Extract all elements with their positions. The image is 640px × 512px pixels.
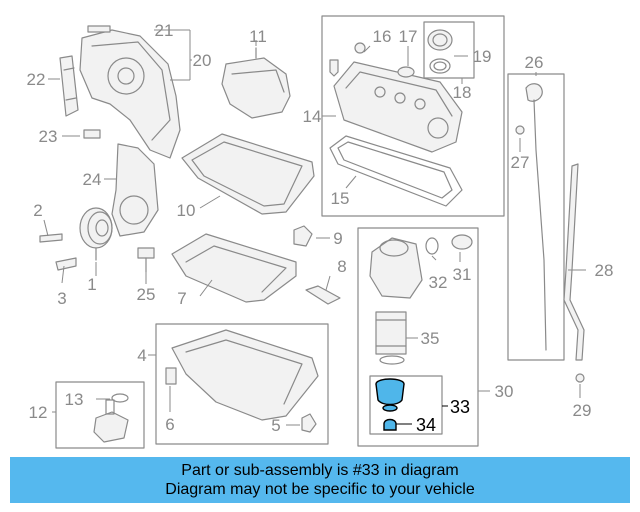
callout-18: 18 (453, 83, 472, 102)
callout-26: 26 (525, 53, 544, 72)
callout-34: 34 (416, 415, 436, 435)
callout-23: 23 (39, 127, 58, 146)
callouts: 1 2 3 4 5 6 7 8 9 10 11 12 13 14 15 16 1… (27, 21, 614, 435)
dipstick (515, 83, 547, 351)
oil-filter-box (357, 227, 479, 447)
callout-13: 13 (65, 390, 84, 409)
highlight-leaders (396, 405, 448, 425)
callout-1: 1 (87, 275, 96, 294)
callout-9: 9 (333, 229, 342, 248)
timing-belt-cover (111, 143, 159, 237)
callout-20: 20 (193, 51, 212, 70)
callout-2: 2 (33, 201, 42, 220)
pulley-bolt-2 (55, 257, 77, 271)
sensor-seal (111, 393, 129, 403)
callout-5: 5 (271, 416, 280, 435)
callout-22: 22 (27, 70, 46, 89)
callout-12: 12 (29, 403, 48, 422)
callout-19: 19 (473, 47, 492, 66)
timing-cover (79, 29, 181, 159)
callout-15: 15 (331, 189, 350, 208)
callout-4: 4 (137, 346, 146, 365)
housing-seal (425, 237, 439, 255)
callout-16: 16 (373, 27, 392, 46)
parts-diagram: 1 2 3 4 5 6 7 8 9 10 11 12 13 14 15 16 1… (27, 15, 614, 449)
timing-cover-seal (59, 55, 79, 117)
cover-bolt (83, 129, 101, 139)
oil-filler-cap (427, 29, 453, 74)
callout-8: 8 (337, 257, 346, 276)
bracket-bolt (137, 247, 155, 273)
valve-cover-gasket (329, 135, 463, 207)
callout-11: 11 (249, 27, 267, 46)
info-banner: Part or sub-assembly is #33 in diagram D… (10, 457, 630, 503)
callout-3: 3 (57, 289, 66, 308)
oil-filter-cap-box (369, 375, 443, 435)
callout-17: 17 (399, 27, 418, 46)
gasket-8 (305, 285, 341, 305)
oil-level-sensor (93, 399, 129, 443)
callout-6: 6 (165, 415, 174, 434)
banner-line-1: Part or sub-assembly is #33 in diagram (181, 462, 459, 479)
callout-32: 32 (429, 273, 448, 292)
seal (397, 66, 415, 78)
oil-filter-element (375, 311, 407, 365)
dipstick-box (507, 73, 565, 361)
oil-filter-cap (375, 378, 405, 412)
cap-box (423, 21, 475, 79)
dipstick-tube (563, 163, 585, 383)
housing-plug (451, 234, 473, 250)
callout-10: 10 (177, 201, 196, 220)
callout-27: 27 (511, 153, 530, 172)
oil-pan-box (155, 323, 329, 445)
banner-line-2: Diagram may not be specific to your vehi… (165, 481, 475, 498)
callout-33: 33 (450, 397, 470, 417)
sensor-box (55, 381, 145, 449)
valve-cover (333, 61, 463, 153)
drain-plug (165, 367, 177, 385)
callout-31: 31 (453, 265, 472, 284)
callout-25: 25 (137, 285, 156, 304)
oil-pan-bolt (301, 413, 317, 433)
pulley-bolt (39, 233, 63, 243)
breather (293, 225, 313, 247)
leader-lines (43, 29, 586, 426)
callout-28: 28 (595, 261, 614, 280)
callout-24: 24 (83, 170, 102, 189)
oil-baffle (171, 233, 297, 303)
upper-oil-pan-gasket (181, 133, 315, 215)
callout-21: 21 (155, 21, 174, 40)
vacuum-pump (221, 47, 291, 119)
callout-7: 7 (177, 289, 186, 308)
callout-14: 14 (303, 107, 322, 126)
valve-cover-bolt (329, 42, 366, 77)
callout-35: 35 (421, 329, 440, 348)
timing-cover-bolt (87, 25, 111, 33)
oil-filter-cap-seal (383, 418, 397, 431)
oil-pan (171, 329, 319, 421)
callout-30: 30 (495, 382, 514, 401)
oil-filter-housing (369, 237, 423, 299)
crank-pulley (79, 207, 113, 261)
callout-29: 29 (573, 401, 592, 420)
